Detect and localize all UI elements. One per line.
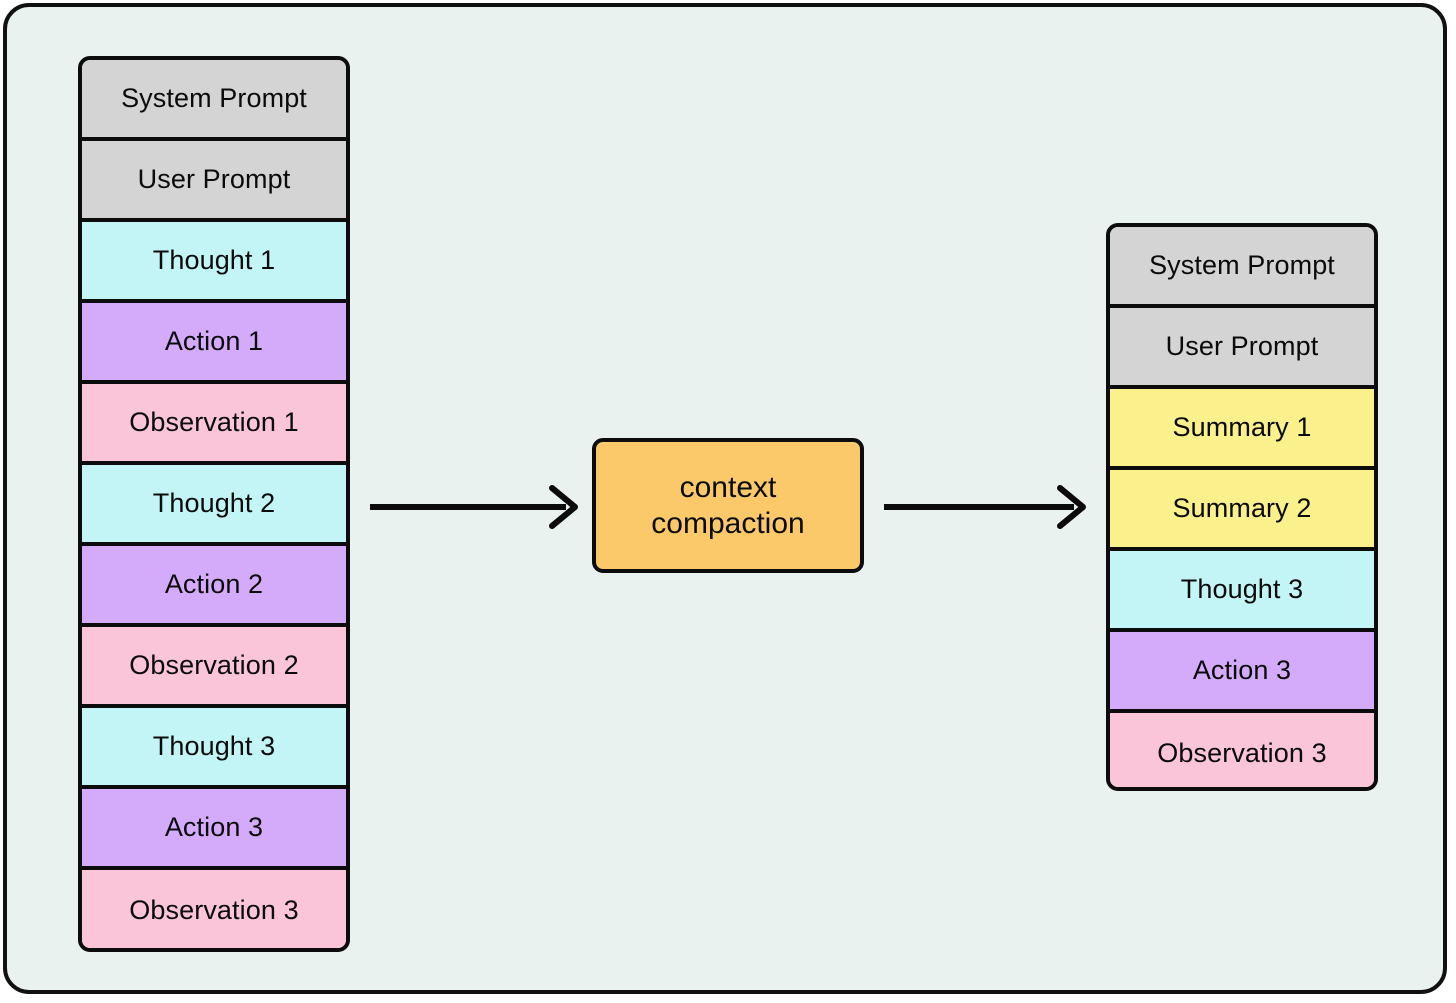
- original-context-row-action: Action 1: [82, 303, 346, 384]
- original-context-row-action: Action 2: [82, 546, 346, 627]
- original-context-row-thought: Thought 2: [82, 465, 346, 546]
- original-context-row-thought: Thought 3: [82, 708, 346, 789]
- process-line-2: compaction: [651, 506, 805, 540]
- compacted-context-row-observation: Observation 3: [1110, 713, 1374, 787]
- arrow-left-to-process: [370, 482, 582, 532]
- original-context-row-action: Action 3: [82, 789, 346, 870]
- compacted-context-row-summary: Summary 2: [1110, 470, 1374, 551]
- original-context-row-observation: Observation 1: [82, 384, 346, 465]
- compacted-context-row-summary: Summary 1: [1110, 389, 1374, 470]
- compacted-context-row-action: Action 3: [1110, 632, 1374, 713]
- arrow-process-to-right: [884, 482, 1090, 532]
- original-context-row-observation: Observation 3: [82, 870, 346, 948]
- original-context-row-prompt: User Prompt: [82, 141, 346, 222]
- process-line-1: context: [679, 471, 777, 505]
- compacted-context-row-thought: Thought 3: [1110, 551, 1374, 632]
- compacted-context-row-prompt: User Prompt: [1110, 308, 1374, 389]
- original-context-row-observation: Observation 2: [82, 627, 346, 708]
- original-context-row-thought: Thought 1: [82, 222, 346, 303]
- context-compaction-box[interactable]: context compaction: [592, 438, 864, 573]
- compacted-context-row-prompt: System Prompt: [1110, 227, 1374, 308]
- original-context-row-prompt: System Prompt: [82, 60, 346, 141]
